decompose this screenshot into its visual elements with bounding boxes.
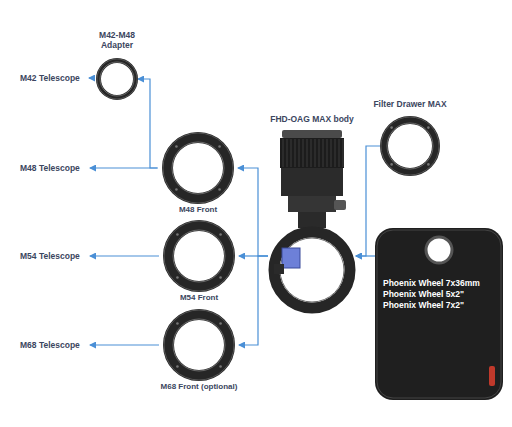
part-node: Phoenix Wheel 7x36mmPhoenix Wheel 5x2"Ph… [375,228,503,400]
ring-illustration [158,132,238,206]
part-node: FHD-OAG MAX body [268,130,356,320]
part-label: FHD-OAG MAX body [270,114,354,124]
telescope-label: M42 Telescope [20,73,80,83]
ring-illustration [159,220,239,294]
connector [239,256,268,345]
part-label: Phoenix Wheel 5x2" [383,289,464,299]
telescope-label: M48 Telescope [20,163,80,173]
leader-line [90,344,159,345]
part-label: Phoenix Wheel 7x36mm [383,278,480,288]
leader-line [90,167,157,168]
ring-illustration [96,58,138,100]
part-label: M42-M48 Adapter [87,30,147,50]
part-label: M54 Front [180,293,218,303]
leader-line [89,77,95,78]
part-label: M68 Front (optional) [161,382,238,392]
part-node: M48 Front [158,132,238,216]
part-label: M48 Front [179,205,217,215]
filter-wheel-illustration [375,228,503,400]
ring-illustration [159,309,239,383]
leader-line [90,255,159,256]
part-node: M54 Front [159,220,239,304]
telescope-label: M68 Telescope [20,340,80,350]
connector [238,168,268,256]
part-node: M42-M48 Adapter [96,58,138,100]
connector [356,255,375,256]
telescope-label: M54 Telescope [20,251,80,261]
part-node: M68 Front (optional) [159,309,239,393]
part-node: Filter Drawer MAX [380,116,440,176]
connector [138,79,158,168]
part-label: Filter Drawer MAX [373,99,446,109]
ring-illustration [380,116,440,176]
oag-body-illustration [268,130,356,320]
part-label: Phoenix Wheel 7x2" [383,300,464,310]
